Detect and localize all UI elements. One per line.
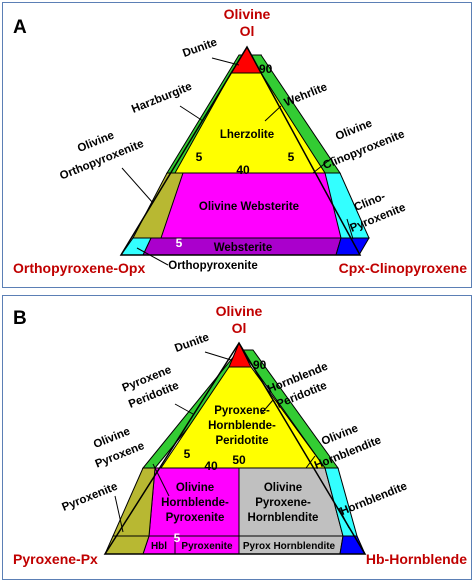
apex-title: Olivine bbox=[216, 303, 263, 319]
label-olivine-clinopyroxenite-1: Olivine bbox=[334, 117, 374, 142]
region-pyx-hbl-peridotite-3: Peridotite bbox=[215, 435, 268, 447]
tick-5-bottom: 5 bbox=[176, 236, 183, 250]
tick-50: 50 bbox=[232, 453, 246, 467]
panel-a: A Olivine Ol Orthopyroxene-Opx Cpx-Clino… bbox=[2, 2, 472, 288]
tick-5-right: 5 bbox=[288, 150, 295, 164]
region-pyx-hbl-peridotite-1: Pyroxene- bbox=[214, 405, 270, 417]
apex-symbol: Ol bbox=[240, 23, 255, 39]
apex-title: Olivine bbox=[224, 6, 271, 22]
region-websterite: Websterite bbox=[214, 242, 273, 254]
label-dunite: Dunite bbox=[181, 36, 219, 60]
region-hbl: Hbl bbox=[151, 541, 167, 552]
region-ol-hbl-pyroxenite-1: Olivine bbox=[176, 482, 214, 494]
label-pyroxenite: Pyroxenite bbox=[60, 481, 119, 514]
region-pyrox-hornblendite: Pyrox Hornblendite bbox=[243, 541, 336, 552]
panel-b: B Olivine Ol Pyroxene-Px Hb-Hornblende 9… bbox=[2, 295, 472, 580]
panel-letter: A bbox=[13, 17, 27, 38]
label-orthopyroxenite: Orthopyroxenite bbox=[168, 260, 257, 272]
olivine-pyroxene-band bbox=[112, 467, 156, 537]
region-ol-pyx-hornblendite-1: Olivine bbox=[264, 482, 302, 494]
region-olivine-websterite: Olivine Websterite bbox=[199, 201, 299, 213]
hornblendite-corner bbox=[339, 535, 366, 555]
left-corner-label: Orthopyroxene-Opx bbox=[13, 260, 145, 276]
leader-lines bbox=[121, 57, 354, 266]
triangle-outline bbox=[119, 45, 362, 256]
label-wehrlite: Wehrlite bbox=[283, 81, 329, 109]
region-ol-pyx-hornblendite-3: Hornblendite bbox=[248, 512, 319, 524]
tick-90: 90 bbox=[253, 358, 267, 372]
tick-40: 40 bbox=[204, 459, 218, 473]
left-corner-label: Pyroxene-Px bbox=[13, 551, 98, 567]
panel-letter: B bbox=[13, 308, 27, 329]
tick-5-left: 5 bbox=[196, 150, 203, 164]
dunite-region bbox=[228, 341, 252, 368]
triangle-outline bbox=[103, 341, 367, 555]
leader-lines bbox=[114, 351, 350, 533]
region-pyx-hbl-peridotite-2: Hornblende- bbox=[208, 420, 276, 432]
apex-symbol: Ol bbox=[232, 320, 247, 336]
right-corner-label: Hb-Hornblende bbox=[366, 551, 467, 567]
ternary-diagram-a: A Olivine Ol Orthopyroxene-Opx Cpx-Clino… bbox=[13, 6, 468, 276]
region-lherzolite: Lherzolite bbox=[220, 129, 274, 141]
region-ol-pyx-hornblendite-2: Pyroxene- bbox=[255, 497, 311, 509]
label-dunite: Dunite bbox=[173, 331, 211, 355]
label-hornblendite: Hornblendite bbox=[339, 480, 409, 518]
region-ol-hbl-pyroxenite-2: Hornblende- bbox=[161, 497, 229, 509]
tick-5-bottom: 5 bbox=[174, 531, 181, 545]
tick-5-left: 5 bbox=[184, 447, 191, 461]
right-corner-label: Cpx-Clinopyroxene bbox=[339, 260, 468, 276]
tick-90: 90 bbox=[259, 62, 273, 76]
ternary-diagram-b: B Olivine Ol Pyroxene-Px Hb-Hornblende 9… bbox=[13, 303, 467, 567]
region-hbl-pyroxenite: Pyroxenite bbox=[181, 541, 233, 552]
tick-40: 40 bbox=[236, 163, 250, 177]
label-harzburgite: Harzburgite bbox=[130, 81, 194, 116]
region-ol-hbl-pyroxenite-3: Pyroxenite bbox=[166, 512, 225, 524]
